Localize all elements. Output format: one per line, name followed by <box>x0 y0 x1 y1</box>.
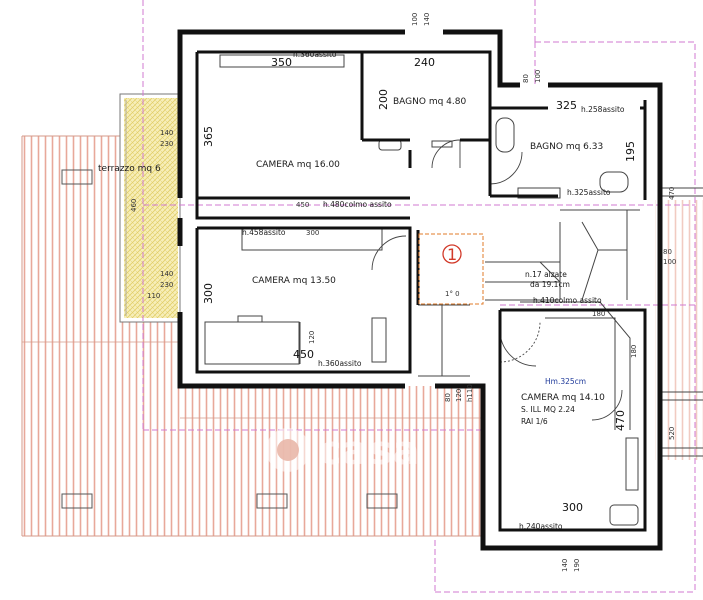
dim-right-520: 520 <box>668 427 676 440</box>
dim-bot-h110: h110 <box>466 384 474 402</box>
camera2-width: 450 <box>293 348 314 361</box>
camera2-height-top: h.458assito <box>242 228 286 237</box>
terrace-area <box>119 93 181 323</box>
bagno2-name: BAGNO mq 6.33 <box>530 142 603 152</box>
bagno2-depth: 195 <box>624 141 637 162</box>
camera3-hm: Hm.325cm <box>545 377 586 386</box>
camera1-width: 350 <box>271 56 292 69</box>
terrazzo-d460: 460 <box>130 199 138 212</box>
camera2-height-bottom: h.360assito <box>318 359 362 368</box>
camera3-depth: 470 <box>614 410 627 431</box>
dim-r100b: 100 <box>663 258 676 266</box>
camera3-info1: S. ILL MQ 2.24 <box>521 405 575 414</box>
camera2-height-top-dim: 300 <box>306 229 319 237</box>
walls <box>177 29 663 551</box>
dim-bottom-140: 140 <box>561 559 569 572</box>
dim-r80a: 80 <box>522 74 530 83</box>
camera1-depth: 365 <box>202 126 215 147</box>
boundary-lines <box>142 0 696 593</box>
dim-r100a: 100 <box>534 70 542 83</box>
bagno1-depth: 200 <box>377 89 390 110</box>
dim-top-140: 140 <box>423 13 431 26</box>
camera3-name: CAMERA mq 14.10 <box>521 393 605 403</box>
dim-bot-80: 80 <box>444 393 452 402</box>
terrazzo-name: terrazzo mq 6 <box>98 164 161 174</box>
stairs-note1: n.17 alzate <box>525 270 567 279</box>
dim-r80b: 80 <box>663 248 672 256</box>
camera3-d180b: 180 <box>630 345 638 358</box>
watermark: casa <box>266 428 420 474</box>
bagno2-width: 325 <box>556 99 577 112</box>
terrazzo-d140a: 140 <box>160 129 173 137</box>
camera1-height: h.360assito <box>293 50 337 59</box>
door-swings <box>371 139 623 421</box>
bagno2-height-bottom: h.325assito <box>567 188 611 197</box>
terrazzo-d230b: 230 <box>160 281 173 289</box>
camera3-width: 300 <box>562 501 583 514</box>
bagno2-height-top: h.258assito <box>581 105 625 114</box>
stairs-note2: da 19.1cm <box>530 280 570 289</box>
dim-right-470: 470 <box>668 187 676 200</box>
camera3-d180a: 180 <box>592 310 605 318</box>
camera2-depth: 300 <box>202 283 215 304</box>
upper-ridge-label: h.480colmo assito <box>323 200 392 209</box>
terrazzo-d230a: 230 <box>160 140 173 148</box>
camera3-info2: RAI 1/6 <box>521 417 548 426</box>
stair-marker <box>418 233 484 305</box>
stairs-marker-number: 1 <box>447 245 457 264</box>
watermark-text: casa <box>318 428 420 474</box>
stairs-inner-dim: 1° 0 <box>445 290 460 298</box>
camera2-name: CAMERA mq 13.50 <box>252 276 336 286</box>
dim-bottom-190: 190 <box>573 559 581 572</box>
camera3-height-bottom: h.240assito <box>519 522 563 531</box>
bagno1-width: 240 <box>414 56 435 69</box>
upper-ridge-dim: 450 <box>296 201 309 209</box>
terrazzo-d140b: 140 <box>160 270 173 278</box>
camera2-side-dim: 120 <box>308 331 316 344</box>
terrazzo-d110: 110 <box>147 292 160 300</box>
bagno1-name: BAGNO mq 4.80 <box>393 97 466 107</box>
lower-ridge-label: h.410colmo assito <box>533 296 602 305</box>
dim-top-100: 100 <box>411 13 419 26</box>
dim-bot-120: 120 <box>455 389 463 402</box>
camera1-name: CAMERA mq 16.00 <box>256 160 340 170</box>
